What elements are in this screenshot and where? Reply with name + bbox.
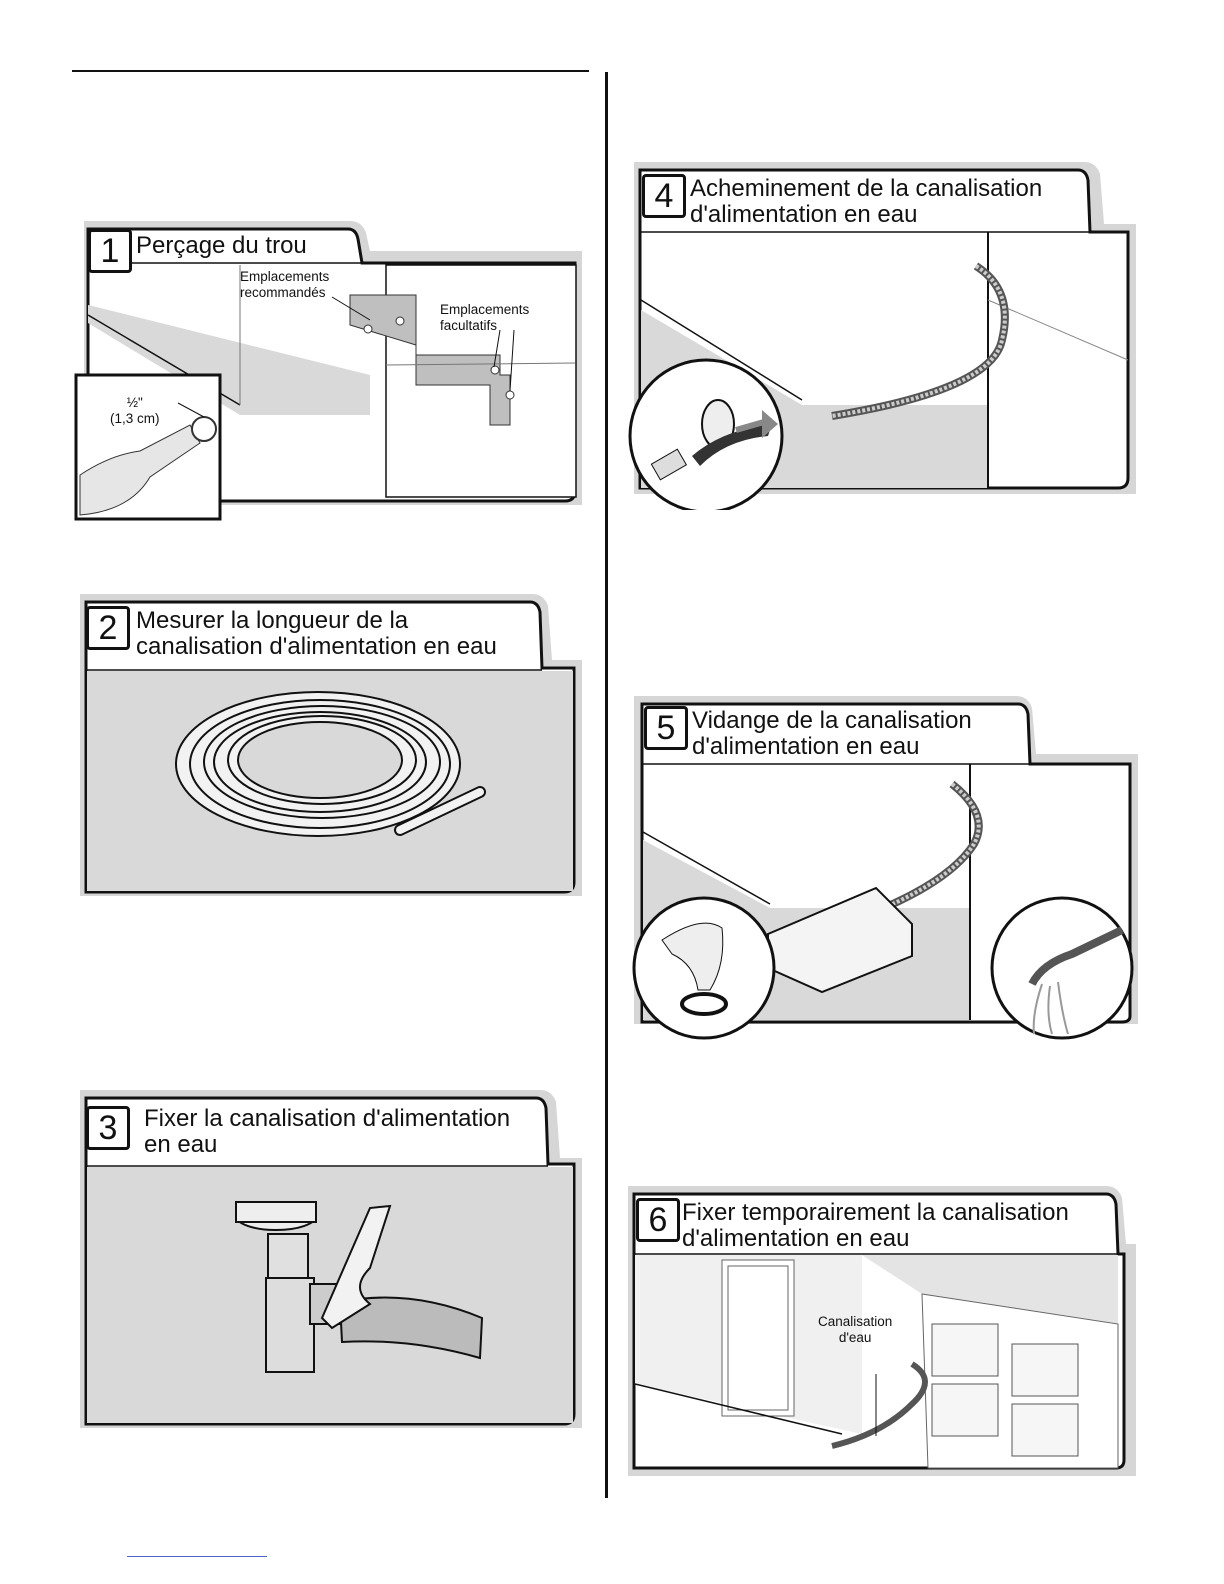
bottom-link-underline bbox=[127, 1556, 267, 1557]
step-3-title: Fixer la canalisation d'alimentation en … bbox=[144, 1106, 510, 1158]
callout-optional-line: Emplacements bbox=[440, 302, 530, 317]
callout-hole-size-line: (1,3 cm) bbox=[110, 411, 160, 426]
callout-recommended-line: recommandés bbox=[240, 285, 326, 300]
step-number-4: 4 bbox=[642, 174, 686, 218]
step-number-3: 3 bbox=[86, 1106, 130, 1150]
step-number-5: 5 bbox=[644, 706, 688, 750]
step-6-title: Fixer temporairement la canalisation d'a… bbox=[682, 1200, 1069, 1252]
step-2-title-line: Mesurer la longueur de la bbox=[136, 607, 409, 634]
step-1-panel: 1 Perçage du trou Emplacements recommand… bbox=[70, 215, 590, 525]
callout-water-line-line: Canalisation bbox=[818, 1314, 893, 1329]
step-5-title: Vidange de la canalisation d'alimentatio… bbox=[692, 708, 972, 760]
step-3-panel: 3 Fixer la canalisation d'alimentation e… bbox=[70, 1088, 590, 1433]
step-number-1: 1 bbox=[88, 229, 132, 273]
step-3-title-line: en eau bbox=[144, 1131, 218, 1158]
step-2-panel: 2 Mesurer la longueur de la canalisation… bbox=[70, 592, 590, 902]
step-4-panel: 4 Acheminement de la canalisation d'alim… bbox=[622, 160, 1142, 510]
step-4-title-line: d'alimentation en eau bbox=[690, 201, 918, 228]
step-5-panel: 5 Vidange de la canalisation d'alimentat… bbox=[622, 694, 1142, 1044]
callout-recommended: Emplacements recommandés bbox=[240, 269, 329, 301]
callout-water-line-line: d'eau bbox=[838, 1330, 872, 1345]
step-1-title: Perçage du trou bbox=[136, 233, 307, 259]
column-divider bbox=[605, 72, 608, 1498]
step-5-title-line: d'alimentation en eau bbox=[692, 733, 920, 760]
step-6-panel: 6 Fixer temporairement la canalisation d… bbox=[622, 1184, 1142, 1484]
step-number-2: 2 bbox=[86, 606, 130, 650]
step-2-title-line: canalisation d'alimentation en eau bbox=[136, 633, 497, 660]
step-6-title-line: d'alimentation en eau bbox=[682, 1225, 910, 1252]
step-number-6: 6 bbox=[636, 1198, 680, 1242]
top-rule bbox=[72, 70, 589, 72]
callout-water-line: Canalisation d'eau bbox=[818, 1314, 892, 1346]
step-6-illustration bbox=[628, 1186, 1136, 1476]
step-3-illustration bbox=[80, 1090, 582, 1428]
callout-recommended-line: Emplacements bbox=[240, 269, 330, 284]
callout-hole-size-line: ½" bbox=[126, 395, 143, 410]
step-5-illustration bbox=[632, 696, 1138, 1040]
callout-hole-size: ½" (1,3 cm) bbox=[110, 395, 160, 427]
step-2-title: Mesurer la longueur de la canalisation d… bbox=[136, 608, 497, 660]
step-1-title-line: Perçage du trou bbox=[136, 232, 307, 259]
step-4-title-line: Acheminement de la canalisation bbox=[690, 175, 1043, 202]
step-3-title-line: Fixer la canalisation d'alimentation bbox=[144, 1105, 511, 1132]
step-4-title: Acheminement de la canalisation d'alimen… bbox=[690, 176, 1042, 228]
step-4-illustration bbox=[628, 162, 1136, 510]
step-1-illustration bbox=[74, 221, 582, 521]
step-2-illustration bbox=[80, 594, 582, 896]
callout-optional-line: facultatifs bbox=[440, 318, 498, 333]
step-6-title-line: Fixer temporairement la canalisation bbox=[682, 1199, 1069, 1226]
callout-optional: Emplacements facultatifs bbox=[440, 302, 529, 334]
step-5-title-line: Vidange de la canalisation bbox=[692, 707, 972, 734]
